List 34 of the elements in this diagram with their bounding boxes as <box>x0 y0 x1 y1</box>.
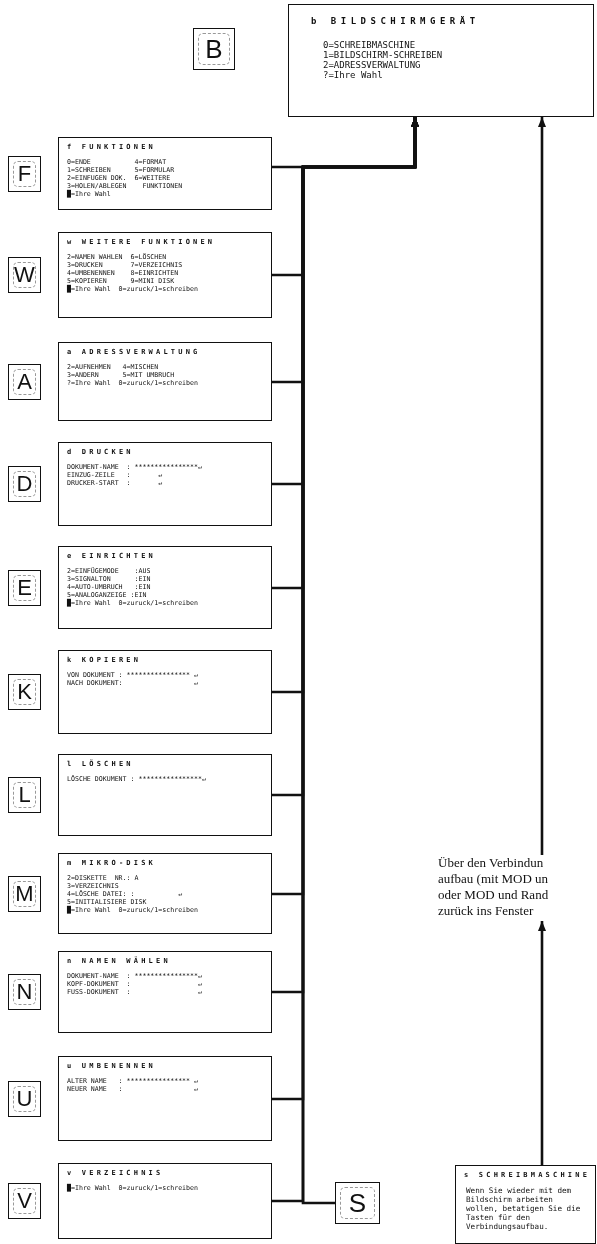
keyboard-key: U <box>8 1081 41 1117</box>
keyboard-key: N <box>8 974 41 1010</box>
screen-mockup <box>455 1165 596 1244</box>
connector-arrow <box>538 921 546 1165</box>
screen-mockup <box>58 442 272 526</box>
keyboard-key: D <box>8 466 41 502</box>
keyboard-key: K <box>8 674 41 710</box>
screen-mockup <box>288 4 594 117</box>
keyboard-key: S <box>335 1182 380 1224</box>
screen-mockup <box>58 342 272 421</box>
menu-line: 1=BILDSCHIRM-SCHREIBEN <box>323 50 443 60</box>
screen-mockup <box>58 546 272 629</box>
screen-mockup <box>58 137 272 210</box>
screen-mockup <box>58 853 272 934</box>
keyboard-key: B <box>193 28 235 70</box>
keyboard-key: W <box>8 257 41 293</box>
keyboard-key: F <box>8 156 41 192</box>
screen-mockup <box>58 232 272 318</box>
connector-arrow <box>538 117 546 855</box>
menu-line: 2=ADRESSVERWALTUNG <box>323 60 421 70</box>
screen-mockup <box>58 951 272 1033</box>
keyboard-key: V <box>8 1183 41 1219</box>
menu-line: ?=Ihre Wahl <box>323 70 383 80</box>
keyboard-key: L <box>8 777 41 813</box>
menu-line: 0=SCHREIBMASCHINE <box>323 40 416 50</box>
keyboard-key: E <box>8 570 41 606</box>
screen-mockup <box>58 650 272 734</box>
screen-title: b BILDSCHIRMGERÄT <box>311 16 480 26</box>
screen-mockup <box>58 754 272 836</box>
note-text: Über den Verbindun aufbau (mit MOD un oder MOD und Rand zurück ins Fenster <box>438 855 566 919</box>
screen-mockup <box>58 1056 272 1141</box>
keyboard-key: M <box>8 876 41 912</box>
keyboard-key: A <box>8 364 41 400</box>
screen-mockup <box>58 1163 272 1239</box>
